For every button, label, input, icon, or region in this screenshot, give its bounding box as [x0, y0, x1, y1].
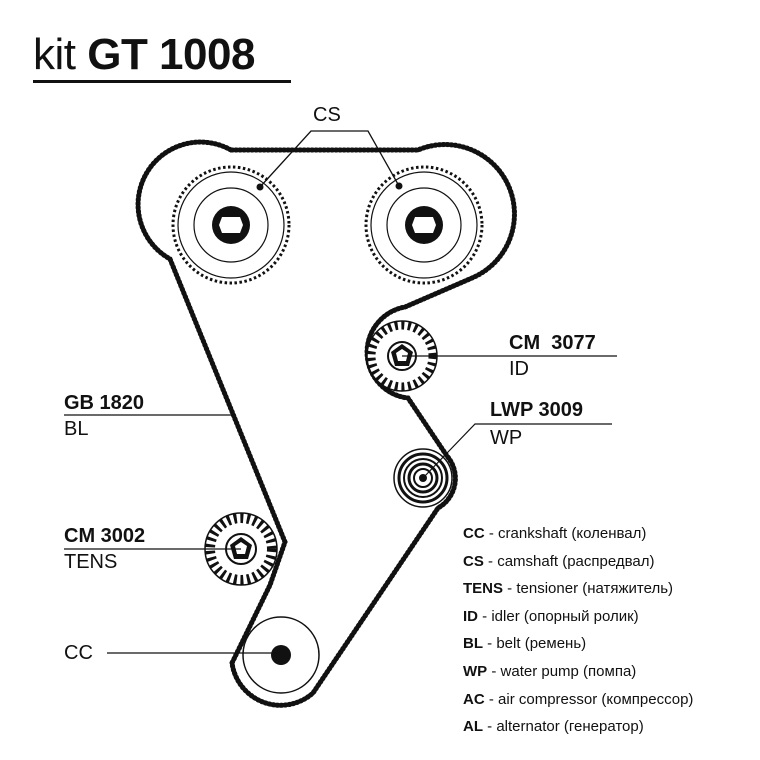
crankshaft-pulley: [242, 616, 320, 694]
idler-role-label: ID: [509, 358, 529, 380]
legend-abbr: ID: [463, 607, 478, 625]
tensioner-role-label: TENS: [64, 551, 118, 573]
title-underline: [33, 80, 291, 83]
legend-item: CS - camshaft (распредвал): [463, 552, 655, 570]
camshaft-pulley-left: [171, 165, 291, 285]
legend-item: BL - belt (ремень): [463, 635, 587, 653]
legend-item: CC - crankshaft (коленвал): [463, 525, 647, 542]
legend-desc: air compressor (компрессор): [498, 690, 694, 708]
idler-callout: CM 3077 ID: [509, 332, 596, 380]
legend-abbr: CS: [463, 552, 484, 570]
idler-part-code: CM 3077: [509, 332, 596, 354]
legend-item: AC - air compressor (компрессор): [463, 690, 694, 708]
belt-part-code: GB 1820: [64, 392, 145, 414]
legend-item: AL - alternator (генератор): [463, 718, 644, 736]
legend-abbr: WP: [463, 662, 488, 680]
cc-callout: CC: [64, 642, 93, 664]
cc-label: CC: [64, 642, 93, 664]
belt-callout: GB 1820 BL: [64, 392, 144, 440]
legend-desc: camshaft (распредвал): [497, 552, 655, 570]
legend-abbr: AL: [463, 718, 483, 736]
kit-title: kit GT 1008: [33, 30, 255, 80]
water-pump-leader-line: [422, 423, 612, 479]
tensioner-callout: CM 3002 TENS: [64, 525, 145, 573]
water-pump-role-label: WP: [490, 427, 523, 449]
legend-desc: water pump (помпа): [500, 662, 637, 680]
legend-desc: crankshaft (коленвал): [498, 525, 647, 542]
title-kit-code: GT 1008: [87, 30, 255, 79]
legend-desc: idler (опорный ролик): [491, 607, 639, 625]
belt-role-label: BL: [64, 418, 89, 440]
legend-desc: tensioner (натяжитель): [516, 580, 674, 598]
legend-item: ID - idler (опорный ролик): [463, 607, 639, 625]
legend-abbr: TENS: [463, 580, 504, 598]
legend-desc: alternator (генератор): [496, 718, 644, 736]
title-prefix: kit: [33, 30, 76, 79]
legend-abbr: AC: [463, 690, 485, 708]
legend-item: TENS - tensioner (натяжитель): [463, 580, 674, 598]
legend-abbr: CC: [463, 525, 485, 542]
cs-callout: CS: [313, 104, 341, 126]
camshaft-pulley-right: [364, 165, 484, 285]
legend-abbr: BL: [463, 635, 483, 653]
water-pump-part-code: LWP 3009: [490, 399, 584, 421]
timing-belt: [135, 139, 517, 708]
water-pump-callout: LWP 3009 WP: [490, 399, 583, 449]
legend-desc: belt (ремень): [496, 635, 587, 653]
legend-item: WP - water pump (помпа): [463, 662, 637, 680]
cs-label: CS: [313, 104, 341, 126]
abbreviation-legend: CC - crankshaft (коленвал) CS - camshaft…: [463, 520, 693, 741]
cs-leader-line: [259, 130, 400, 188]
tensioner-part-code: CM 3002: [64, 525, 146, 547]
